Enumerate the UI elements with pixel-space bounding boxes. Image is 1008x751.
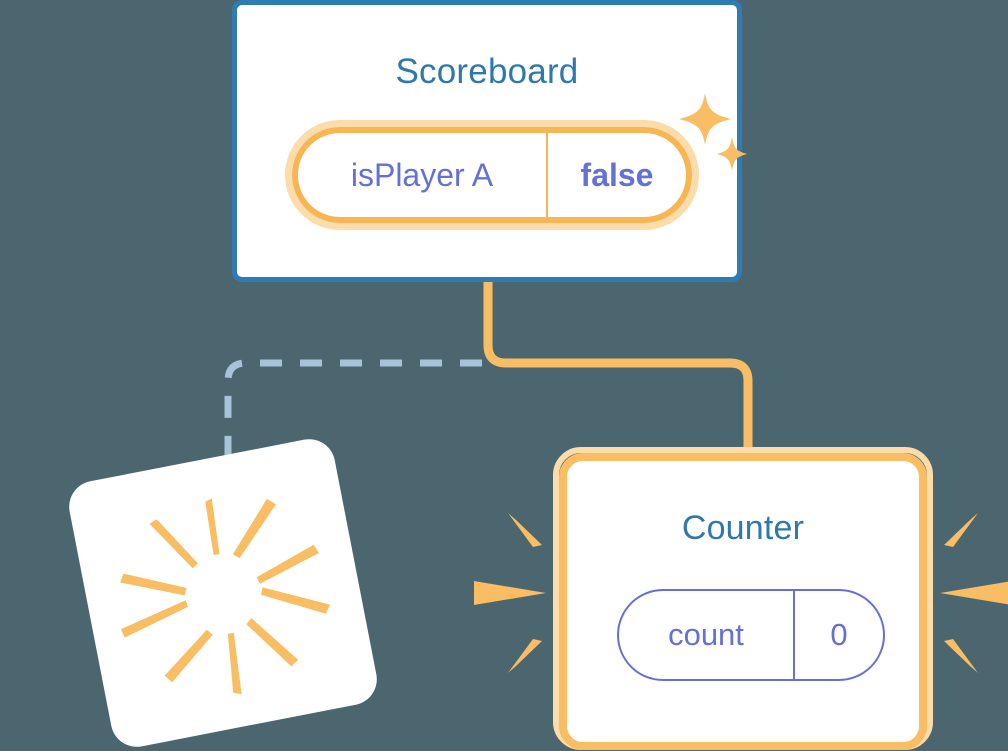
pill-key-label: isPlayer A [298, 133, 548, 217]
burst-ray [246, 618, 299, 667]
burst-ray [227, 632, 242, 695]
burst-ray [205, 498, 220, 556]
pill-highlight-halo [285, 120, 699, 230]
card-scoreboard[interactable]: Scoreboard isPlayer A false [232, 0, 747, 282]
counter-title: Counter [681, 509, 805, 547]
burst-ray [120, 573, 187, 596]
burst-ray [149, 519, 198, 569]
scoreboard-state-pill[interactable]: isPlayer A false [285, 120, 699, 230]
burst-ray [256, 544, 320, 584]
burst-ray [232, 498, 277, 559]
card-counter[interactable]: Counter count 0 [559, 453, 927, 750]
burst-rays-group [120, 498, 331, 695]
connector-scoreboard-to-tilted-card [224, 359, 482, 476]
connector-scoreboard-to-counter [483, 282, 753, 455]
card-tilted-rerender[interactable] [64, 434, 382, 751]
scoreboard-title: Scoreboard [395, 52, 579, 91]
counter-state-pill[interactable]: count 0 [617, 589, 885, 681]
pill-value-label: 0 [830, 617, 848, 652]
pill-key-label: count [619, 591, 795, 679]
pill-body[interactable]: isPlayer A false [292, 127, 692, 223]
burst-ray [164, 629, 213, 683]
pill-value-label: false [580, 156, 654, 193]
burst-ray [261, 587, 331, 614]
burst-ray [121, 600, 189, 638]
